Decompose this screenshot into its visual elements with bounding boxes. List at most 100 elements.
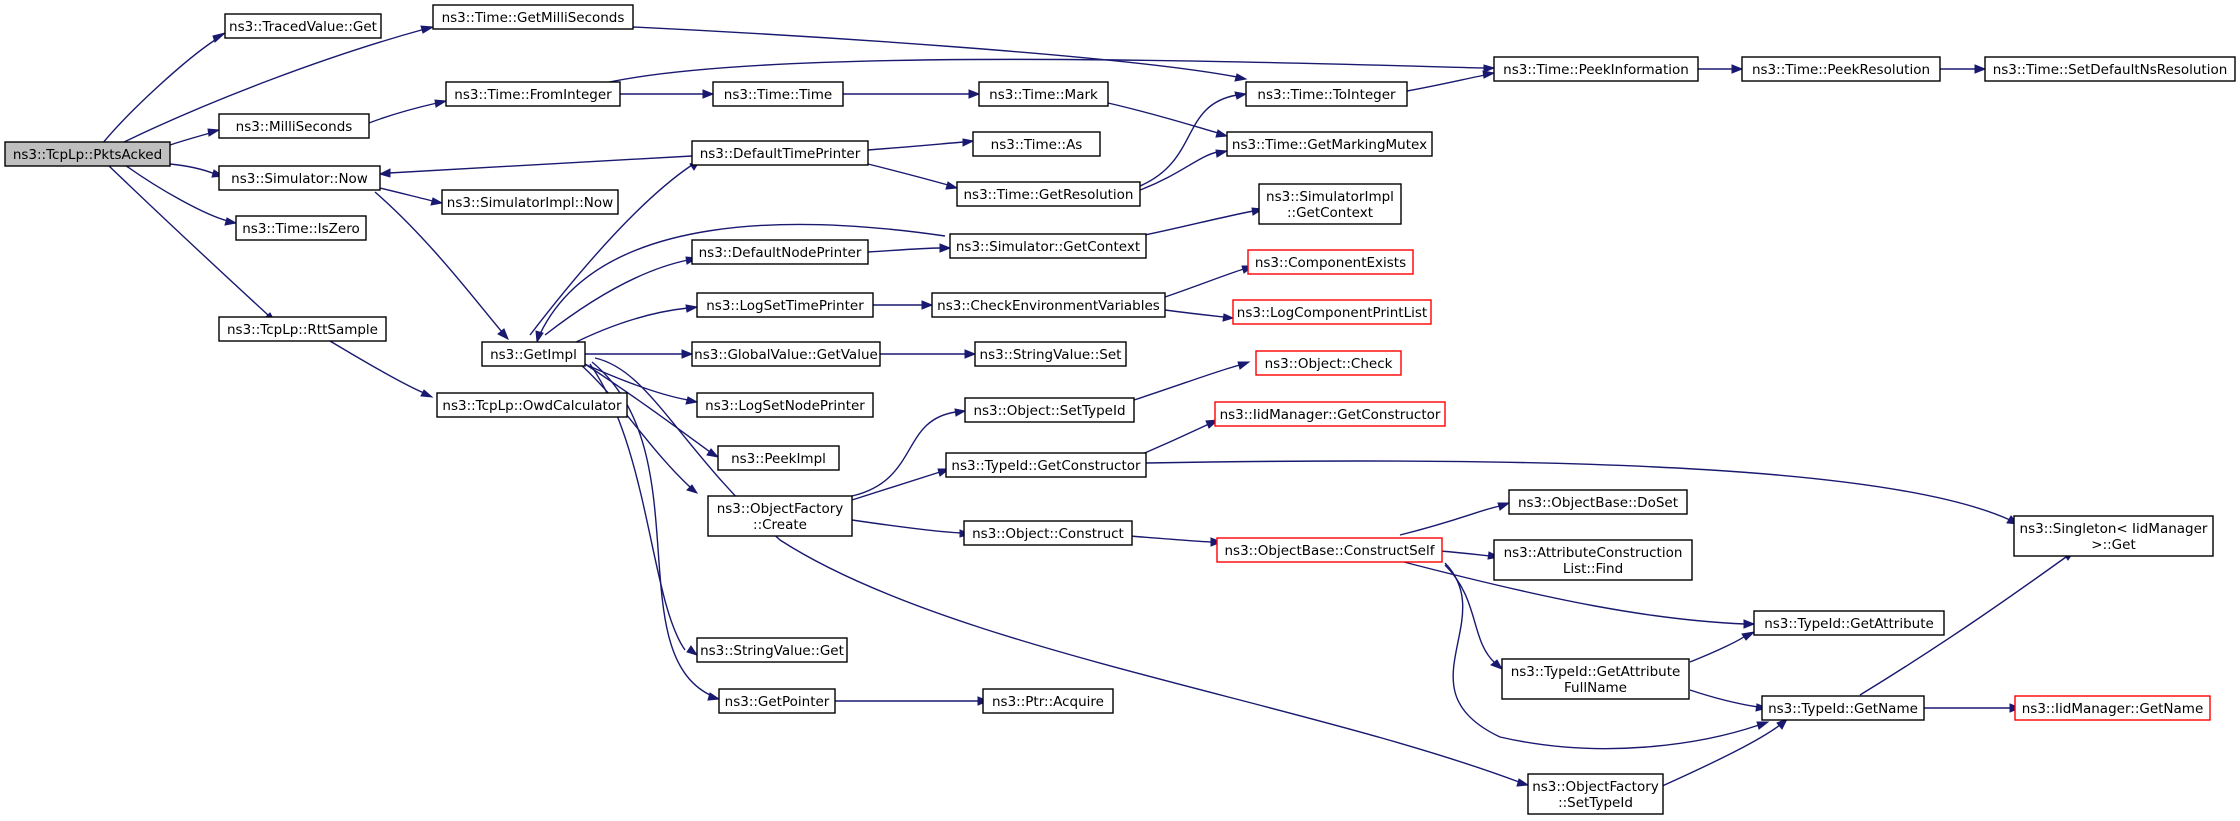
node-label: ns3::Time::FromInteger <box>454 87 612 103</box>
node-object-construct[interactable]: ns3::Object::Construct <box>963 520 1133 546</box>
node-logsetnodeprinter[interactable]: ns3::LogSetNodePrinter <box>696 392 874 418</box>
node-label: ns3::TcpLp::RttSample <box>227 322 378 338</box>
node-label: ns3::Time::IsZero <box>242 221 360 237</box>
arrowhead <box>212 32 226 43</box>
node-time-as[interactable]: ns3::Time::As <box>972 131 1101 157</box>
node-time-time[interactable]: ns3::Time::Time <box>712 81 844 107</box>
node-objectfactory-create[interactable]: ns3::ObjectFactory::Create <box>707 495 853 537</box>
node-label: ns3::GlobalValue::GetValue <box>694 347 878 363</box>
node-time-getmilliseconds[interactable]: ns3::Time::GetMilliSeconds <box>432 4 634 30</box>
node-milliseconds[interactable]: ns3::MilliSeconds <box>218 113 370 139</box>
node-time-frominteger[interactable]: ns3::Time::FromInteger <box>445 81 621 107</box>
node-objectfactory-settypeid[interactable]: ns3::ObjectFactory::SetTypeId <box>1527 773 1664 815</box>
edge-objsettype-objcheck <box>1133 364 1241 401</box>
node-label: ns3::Time::GetMilliSeconds <box>442 10 625 26</box>
node-logcomponentprintlist[interactable]: ns3::LogComponentPrintList <box>1232 299 1432 325</box>
arrowhead <box>430 197 444 206</box>
node-box <box>718 688 836 714</box>
node-box <box>1527 773 1664 815</box>
node-simulatorimpl-now[interactable]: ns3::SimulatorImpl::Now <box>441 189 619 215</box>
arrowhead <box>1483 64 1496 73</box>
node-time-mark[interactable]: ns3::Time::Mark <box>978 81 1109 107</box>
node-label: ns3::Time::GetResolution <box>963 187 1133 203</box>
node-iidmanager-getconstructor[interactable]: ns3::IidManager::GetConstructor <box>1214 401 1446 427</box>
node-globalvalue-getvalue[interactable]: ns3::GlobalValue::GetValue <box>691 341 881 367</box>
node-simulator-getcontext[interactable]: ns3::Simulator::GetContext <box>949 233 1147 259</box>
node-box <box>1232 299 1432 325</box>
node-time-getmarkingmutex[interactable]: ns3::Time::GetMarkingMutex <box>1226 131 1433 157</box>
node-label: ns3::IidManager::GetName <box>2022 701 2204 717</box>
node-iidmanager-getname[interactable]: ns3::IidManager::GetName <box>2014 695 2211 721</box>
edge-tidattrfull-tidgetname <box>1689 689 1759 708</box>
arrowhead <box>954 408 967 417</box>
arrowhead <box>434 99 448 108</box>
node-label: ns3::GetImpl <box>490 347 577 363</box>
node-time-tointeger[interactable]: ns3::Time::ToInteger <box>1245 81 1408 107</box>
edge-getimpl-logsettime <box>569 307 689 346</box>
edge-tidgetname-singleton <box>1859 556 2067 696</box>
node-objectbase-doset[interactable]: ns3::ObjectBase::DoSet <box>1508 489 1688 515</box>
node-stringvalue-get[interactable]: ns3::StringValue::Get <box>696 637 848 663</box>
node-box <box>931 292 1166 318</box>
node-object-check[interactable]: ns3::Object::Check <box>1255 350 1402 376</box>
arrowhead <box>420 389 434 398</box>
arrowhead <box>1222 313 1235 322</box>
edge-getimpl-peekimpl <box>584 363 711 453</box>
node-time-peekresolution[interactable]: ns3::Time::PeekResolution <box>1741 56 1941 82</box>
node-tcplp-pktsacked[interactable]: ns3::TcpLp::PktsAcked <box>4 141 171 167</box>
node-getimpl[interactable]: ns3::GetImpl <box>481 341 586 367</box>
node-typeid-getconstructor[interactable]: ns3::TypeId::GetConstructor <box>945 452 1147 478</box>
node-label: ns3::Time::PeekResolution <box>1752 62 1930 78</box>
node-time-iszero[interactable]: ns3::Time::IsZero <box>235 215 367 241</box>
edge-defprinter-timeas <box>867 141 965 151</box>
node-defaulttimeprinter[interactable]: ns3::DefaultTimePrinter <box>691 140 869 166</box>
arrowhead <box>945 181 959 190</box>
node-componentexists[interactable]: ns3::ComponentExists <box>1247 249 1414 275</box>
node-tcplp-owdcalculator[interactable]: ns3::TcpLp::OwdCalculator <box>436 392 628 418</box>
node-time-getresolution[interactable]: ns3::Time::GetResolution <box>956 181 1141 207</box>
arrowhead <box>685 396 699 405</box>
edge-ofcreate-tidgetctor <box>851 471 941 501</box>
edge-constructself-tidattrfull <box>1444 564 1496 664</box>
node-typeid-getattribute[interactable]: ns3::TypeId::GetAttribute <box>1753 610 1945 636</box>
node-tracedvalue-get[interactable]: ns3::TracedValue::Get <box>224 13 382 39</box>
node-box <box>1493 539 1693 581</box>
arrowhead <box>681 349 694 359</box>
node-label: ns3::LogSetTimePrinter <box>706 298 864 314</box>
node-time-setdefaultnsresolution[interactable]: ns3::Time::SetDefaultNsResolution <box>1984 56 2236 82</box>
node-getpointer[interactable]: ns3::GetPointer <box>718 688 836 714</box>
node-label: ns3::Ptr::Acquire <box>992 694 1104 710</box>
node-box <box>691 341 881 367</box>
node-label: ns3::TypeId::GetAttribute <box>1764 616 1934 632</box>
node-stringvalue-set[interactable]: ns3::StringValue::Set <box>974 341 1127 367</box>
node-logsettimeprinter[interactable]: ns3::LogSetTimePrinter <box>696 292 874 318</box>
arrowhead <box>1215 149 1229 158</box>
arrowhead <box>1490 659 1504 670</box>
node-tcplp-rttsample[interactable]: ns3::TcpLp::RttSample <box>218 316 387 342</box>
node-simulator-now[interactable]: ns3::Simulator::Now <box>218 165 381 191</box>
arrowhead <box>921 300 934 310</box>
node-peekimpl[interactable]: ns3::PeekImpl <box>717 445 840 471</box>
node-box <box>1247 249 1414 275</box>
node-label: ns3::Time::PeekInformation <box>1503 62 1689 78</box>
node-ptr-acquire[interactable]: ns3::Ptr::Acquire <box>982 688 1114 714</box>
arrowhead <box>962 138 975 147</box>
node-label: ns3::Simulator::GetContext <box>956 239 1140 255</box>
node-defaultnodeprinter[interactable]: ns3::DefaultNodePrinter <box>691 239 869 265</box>
node-singleton-iidmanager-get[interactable]: ns3::Singleton< IidManager>::Get <box>2013 515 2214 557</box>
edge-tidgetctor-iidgetctor <box>1139 423 1210 456</box>
arrowhead <box>706 448 720 458</box>
node-time-peekinformation[interactable]: ns3::Time::PeekInformation <box>1493 56 1699 82</box>
node-checkenvironmentvariables[interactable]: ns3::CheckEnvironmentVariables <box>931 292 1166 318</box>
node-objectbase-constructself[interactable]: ns3::ObjectBase::ConstructSelf <box>1216 537 1443 563</box>
arrowhead <box>1741 631 1756 641</box>
node-label: ns3::Time::SetDefaultNsResolution <box>1993 62 2228 78</box>
node-object-settypeid[interactable]: ns3::Object::SetTypeId <box>964 397 1135 423</box>
node-box <box>1258 183 1402 225</box>
node-label: ns3::ObjectBase::DoSet <box>1518 495 1678 511</box>
node-simulatorimpl-getcontext[interactable]: ns3::SimulatorImpl::GetContext <box>1258 183 1402 225</box>
node-box <box>982 688 1114 714</box>
node-typeid-getname[interactable]: ns3::TypeId::GetName <box>1761 695 1925 721</box>
